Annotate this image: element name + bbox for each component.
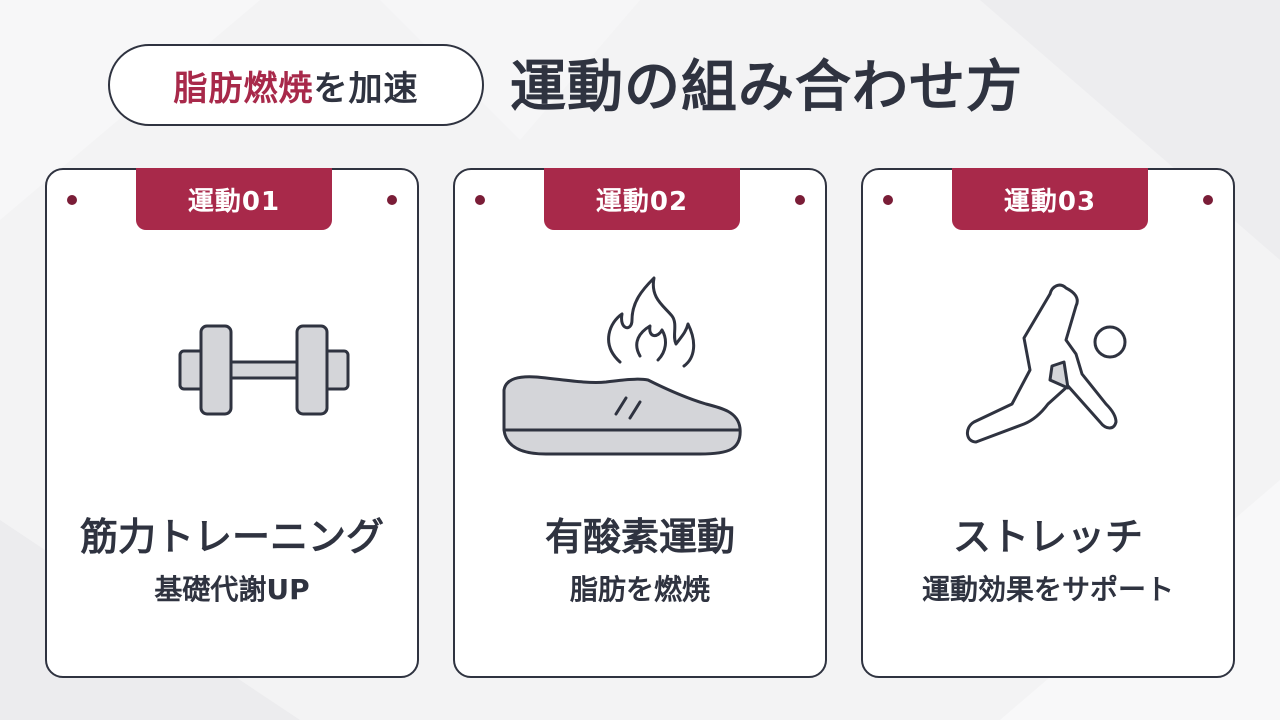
card-subtitle: 運動効果をサポート	[921, 573, 1174, 606]
decor-dot	[883, 195, 893, 205]
badge-accent-text: 脂肪燃焼	[173, 68, 314, 109]
header: 脂肪燃焼を加速 運動の組み合わせ方	[0, 0, 1280, 140]
card-tag: 運動02	[544, 168, 740, 230]
card-title: 有酸素運動	[544, 515, 735, 559]
card-tag: 運動01	[136, 168, 332, 230]
decor-dot	[387, 195, 397, 205]
page-title: 運動の組み合わせ方	[510, 55, 1023, 120]
card-title: ストレッチ	[952, 515, 1143, 559]
card-subtitle: 脂肪を燃焼	[569, 573, 710, 606]
card-subtitle: 基礎代謝UP	[154, 573, 310, 606]
exercise-card-aerobic: 運動02 有酸素運動 脂肪を燃焼	[453, 168, 827, 678]
decor-dot	[795, 195, 805, 205]
card-title: 筋力トレーニング	[79, 515, 384, 559]
badge-rest-text: を加速	[313, 68, 419, 109]
card-tag: 運動03	[952, 168, 1148, 230]
burning-shoe-icon	[502, 276, 742, 456]
decor-dot	[1203, 195, 1213, 205]
exercise-card-strength: 運動01 筋力トレーニング 基礎代謝UP	[45, 168, 419, 678]
decor-dot	[475, 195, 485, 205]
decor-dot	[67, 195, 77, 205]
stretching-person-icon	[966, 283, 1127, 444]
dumbbell-icon	[178, 324, 350, 416]
exercise-card-stretch: 運動03 ストレッチ 運動効果をサポート	[861, 168, 1235, 678]
topic-badge: 脂肪燃焼を加速	[108, 44, 484, 126]
